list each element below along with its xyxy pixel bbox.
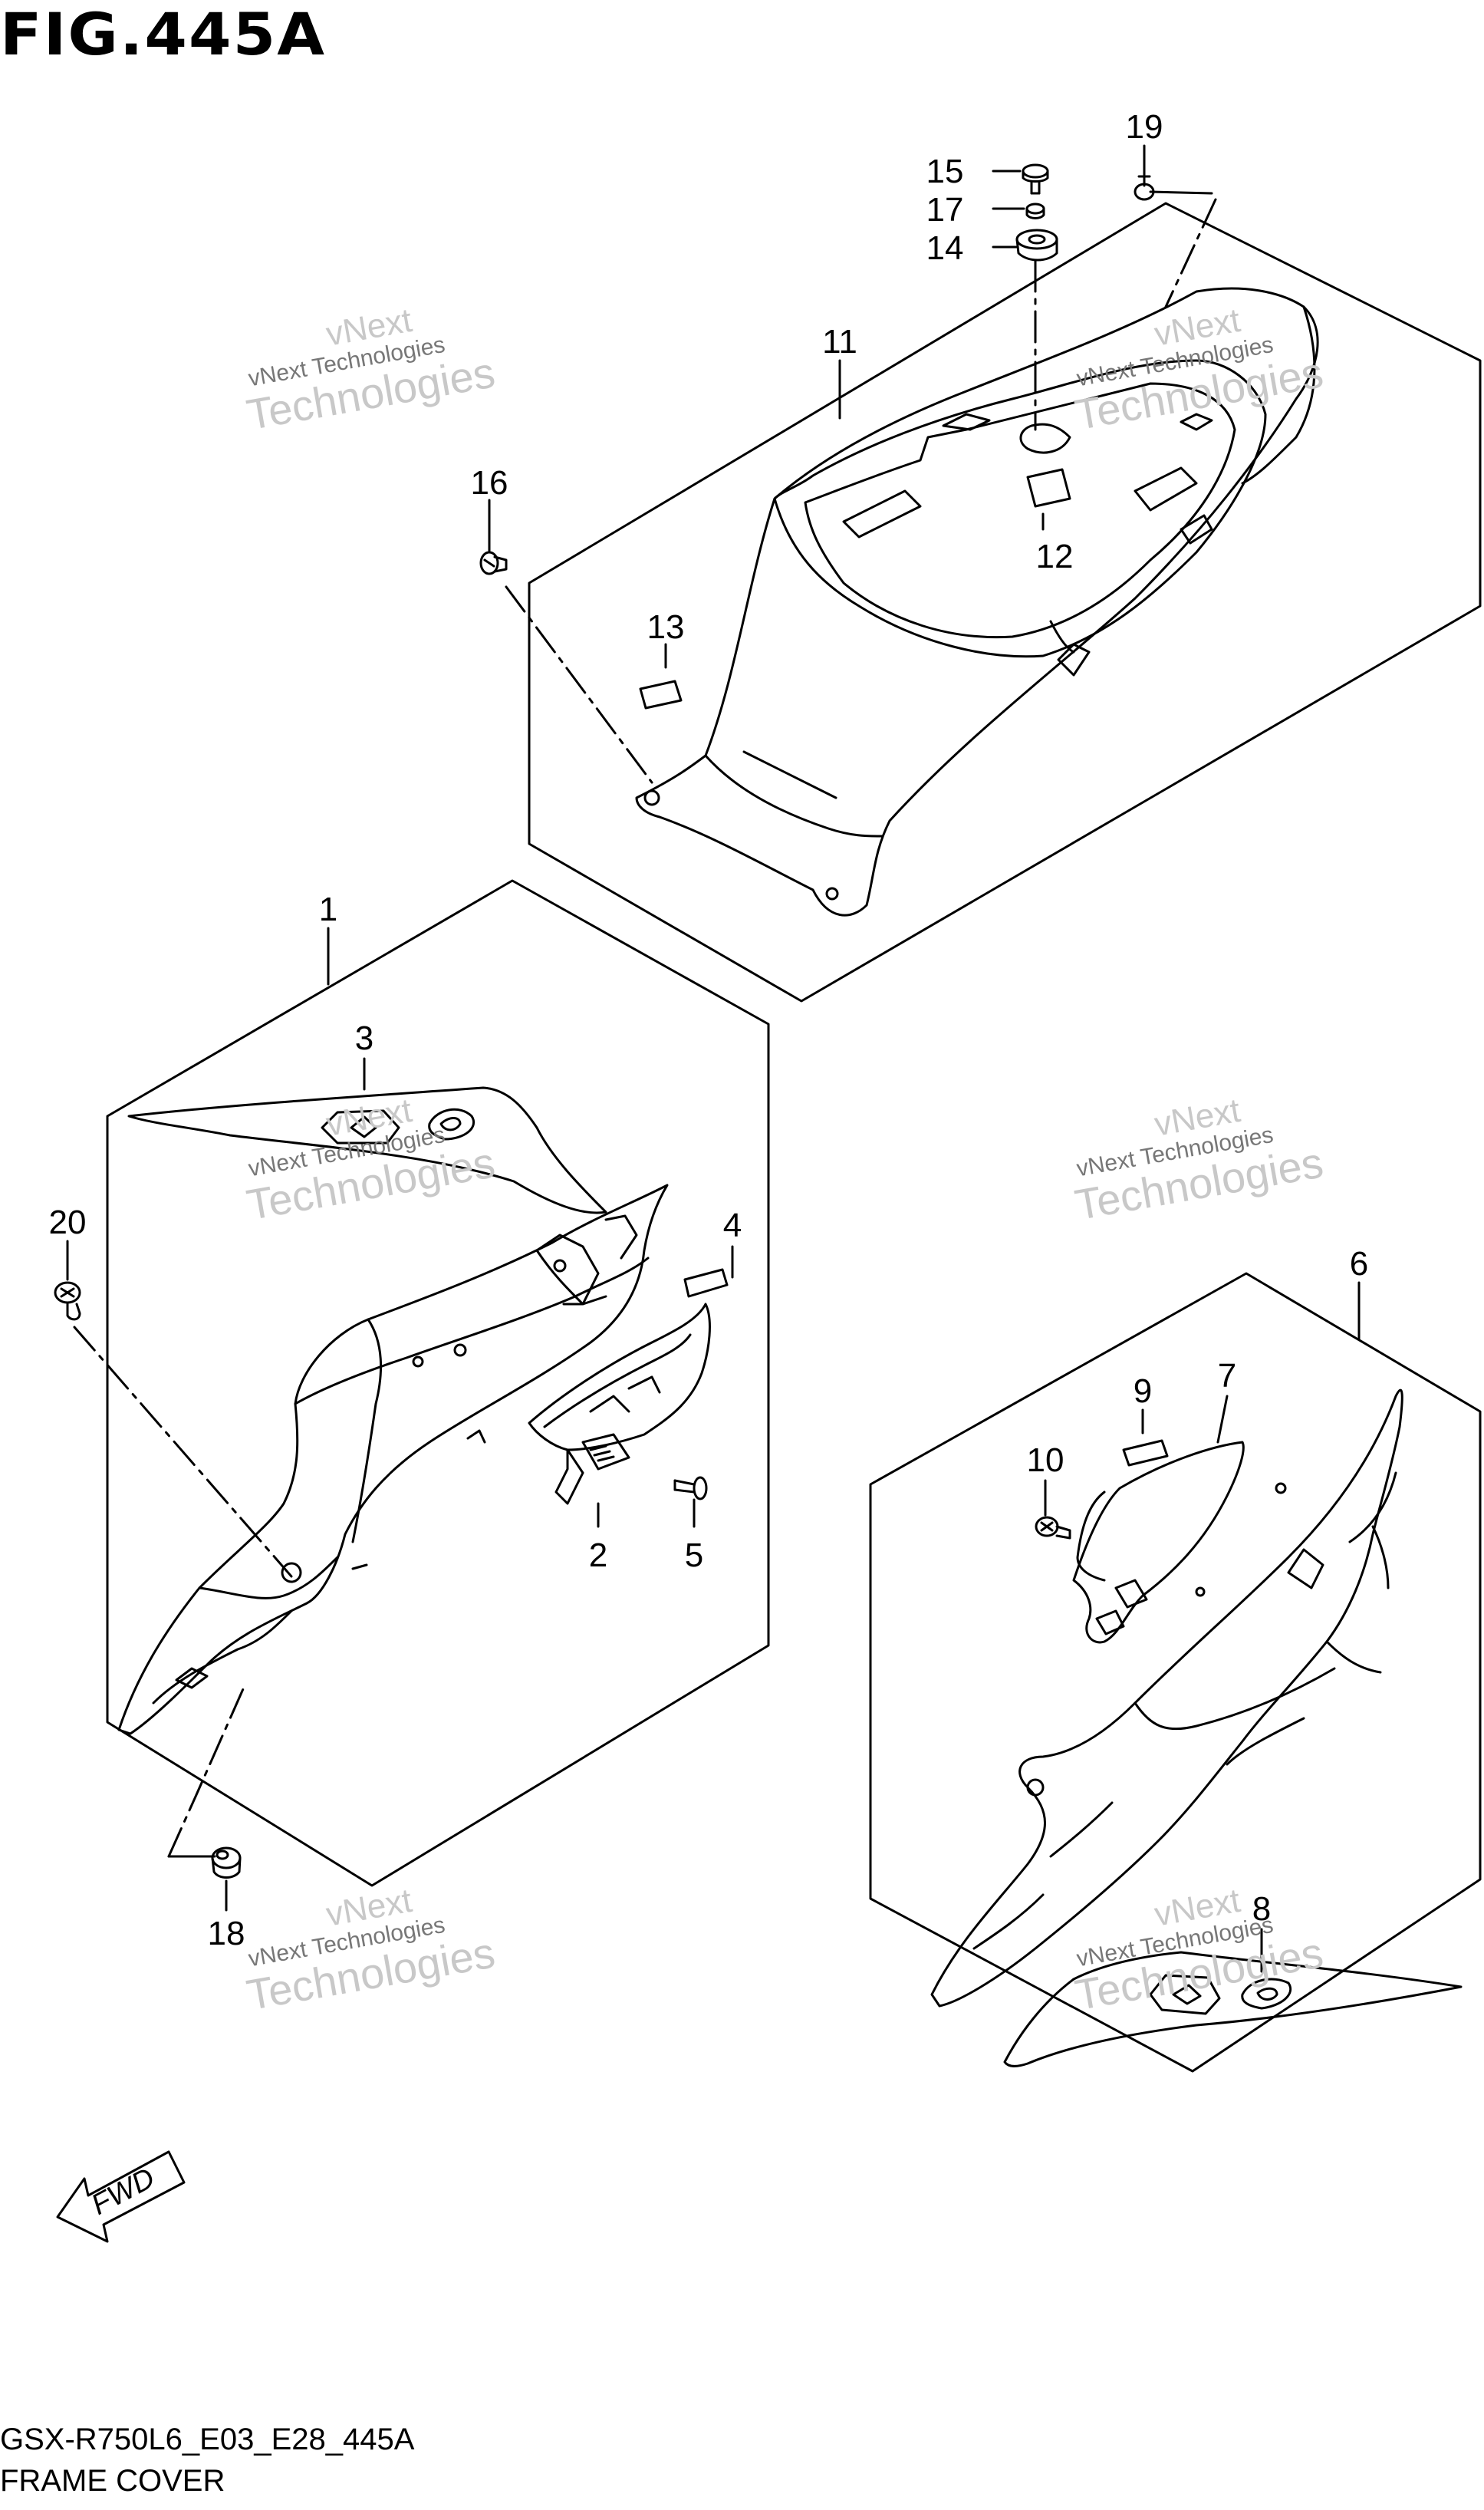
part-16-screw — [479, 551, 508, 575]
model-code: GSX-R750L6_E03_E28_445A — [0, 2423, 415, 2456]
part-10-screw — [1035, 1516, 1071, 1540]
callout-12: 12 — [1036, 538, 1074, 575]
callout-14: 14 — [926, 229, 964, 267]
callout-15: 15 — [926, 153, 964, 190]
callout-10: 10 — [1027, 1441, 1064, 1479]
watermark-3: vNext vNext Technologies Technologies — [243, 1092, 499, 1229]
callout-6: 6 — [1350, 1245, 1368, 1283]
watermark-4: vNext vNext Technologies Technologies — [1071, 1092, 1327, 1229]
callout-17: 17 — [926, 191, 964, 229]
callout-16: 16 — [471, 464, 508, 502]
watermark-2: vNext vNext Technologies Technologies — [1071, 301, 1327, 439]
callout-9: 9 — [1134, 1372, 1152, 1410]
part-19-rivet — [1134, 175, 1155, 201]
part-1-frame-cover — [117, 1184, 669, 1735]
callout-18: 18 — [208, 1915, 245, 1952]
part-4-label — [683, 1268, 729, 1298]
part-13-label — [639, 680, 683, 710]
callout-20: 20 — [49, 1204, 87, 1241]
figure-name: FRAME COVER — [0, 2464, 225, 2498]
callout-5: 5 — [685, 1537, 703, 1574]
part-3-cover-panel — [127, 1086, 607, 1214]
part-15-screw — [1022, 163, 1049, 195]
leader-7 — [1216, 1395, 1229, 1444]
part-6-frame-cover — [930, 1388, 1403, 2008]
part-17-washer — [1025, 203, 1045, 219]
figure-title: FIG.445A — [0, 0, 327, 68]
callout-8: 8 — [1252, 1890, 1271, 1928]
leader-18 — [167, 1682, 247, 1858]
part-12-label — [1026, 468, 1071, 508]
callout-13: 13 — [647, 608, 685, 646]
part-18-grommet — [211, 1846, 242, 1879]
part-20-screw — [54, 1281, 81, 1321]
watermark-5: vNext vNext Technologies Technologies — [243, 1882, 499, 2019]
fwd-arrow — [56, 2150, 186, 2243]
callout-7: 7 — [1218, 1357, 1236, 1395]
group-box-11 — [528, 202, 1482, 1003]
part-9-label — [1122, 1439, 1169, 1467]
part-7-inner-panel — [1072, 1441, 1245, 1644]
watermark-1: vNext vNext Technologies Technologies — [243, 301, 499, 439]
group-box-1 — [106, 879, 770, 1887]
part-14-grommet — [1015, 229, 1058, 262]
leader-19 — [1149, 190, 1213, 195]
part-5-screw — [673, 1476, 708, 1500]
callout-1: 1 — [319, 891, 337, 928]
part-8-cover-panel — [1003, 1951, 1463, 2067]
callout-19: 19 — [1126, 108, 1163, 146]
callout-3: 3 — [355, 1019, 373, 1057]
callout-11: 11 — [822, 323, 857, 361]
callout-2: 2 — [589, 1537, 607, 1574]
leader-16 — [505, 585, 653, 784]
group-box-6 — [869, 1272, 1482, 2073]
leader-19b — [1164, 198, 1217, 308]
part-11-seat-tail-cover — [635, 287, 1319, 917]
callout-4: 4 — [723, 1207, 742, 1244]
part-2-bracket — [528, 1303, 711, 1505]
